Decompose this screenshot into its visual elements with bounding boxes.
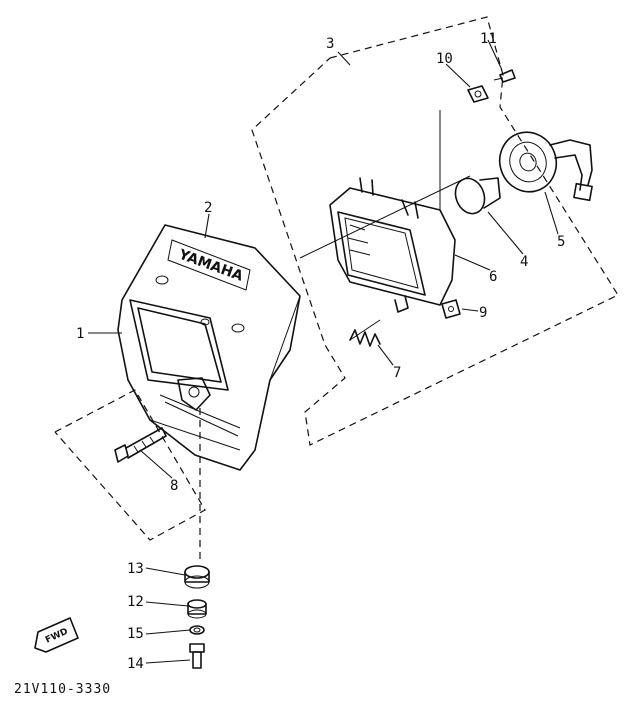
collar-12	[187, 599, 207, 619]
callout-13: 13	[127, 561, 144, 577]
washer-15	[189, 625, 205, 635]
callout-3: 3	[326, 36, 334, 52]
leader-lines	[88, 39, 559, 664]
headlight-cowl	[117, 224, 301, 471]
screw-11	[493, 69, 516, 83]
callout-10: 10	[436, 51, 453, 67]
assembly-outline-3	[251, 16, 619, 446]
fwd-arrow-icon: FWD	[34, 617, 79, 653]
callout-7: 7	[393, 365, 401, 381]
callout-15: 15	[127, 626, 144, 642]
headlight-unit	[329, 177, 456, 313]
yamaha-emblem: YAMAHA	[167, 239, 251, 291]
callout-1: 1	[76, 326, 84, 342]
bolt-14	[189, 643, 205, 669]
callout-6: 6	[489, 269, 497, 285]
bulb	[454, 177, 501, 215]
callout-9: 9	[479, 305, 487, 321]
callout-12: 12	[127, 594, 144, 610]
bulb-socket	[498, 131, 593, 202]
callout-8: 8	[170, 478, 178, 494]
callout-5: 5	[557, 234, 565, 250]
brand-text: YAMAHA	[176, 246, 245, 284]
nut-9	[441, 299, 461, 319]
callout-14: 14	[127, 656, 144, 672]
grommet-13	[184, 565, 210, 589]
callout-11: 11	[480, 31, 497, 47]
callouts: 1 2 3 4 5 6 7 8 9 10 11 13 12 15 14	[76, 31, 565, 672]
nut-10	[467, 85, 489, 103]
bolt-8	[114, 427, 167, 463]
callout-4: 4	[520, 254, 528, 270]
callout-2: 2	[204, 200, 212, 216]
part-code: 21V110-3330	[14, 682, 111, 697]
assembly-outline-lower	[54, 389, 206, 560]
spring-7	[349, 319, 381, 347]
